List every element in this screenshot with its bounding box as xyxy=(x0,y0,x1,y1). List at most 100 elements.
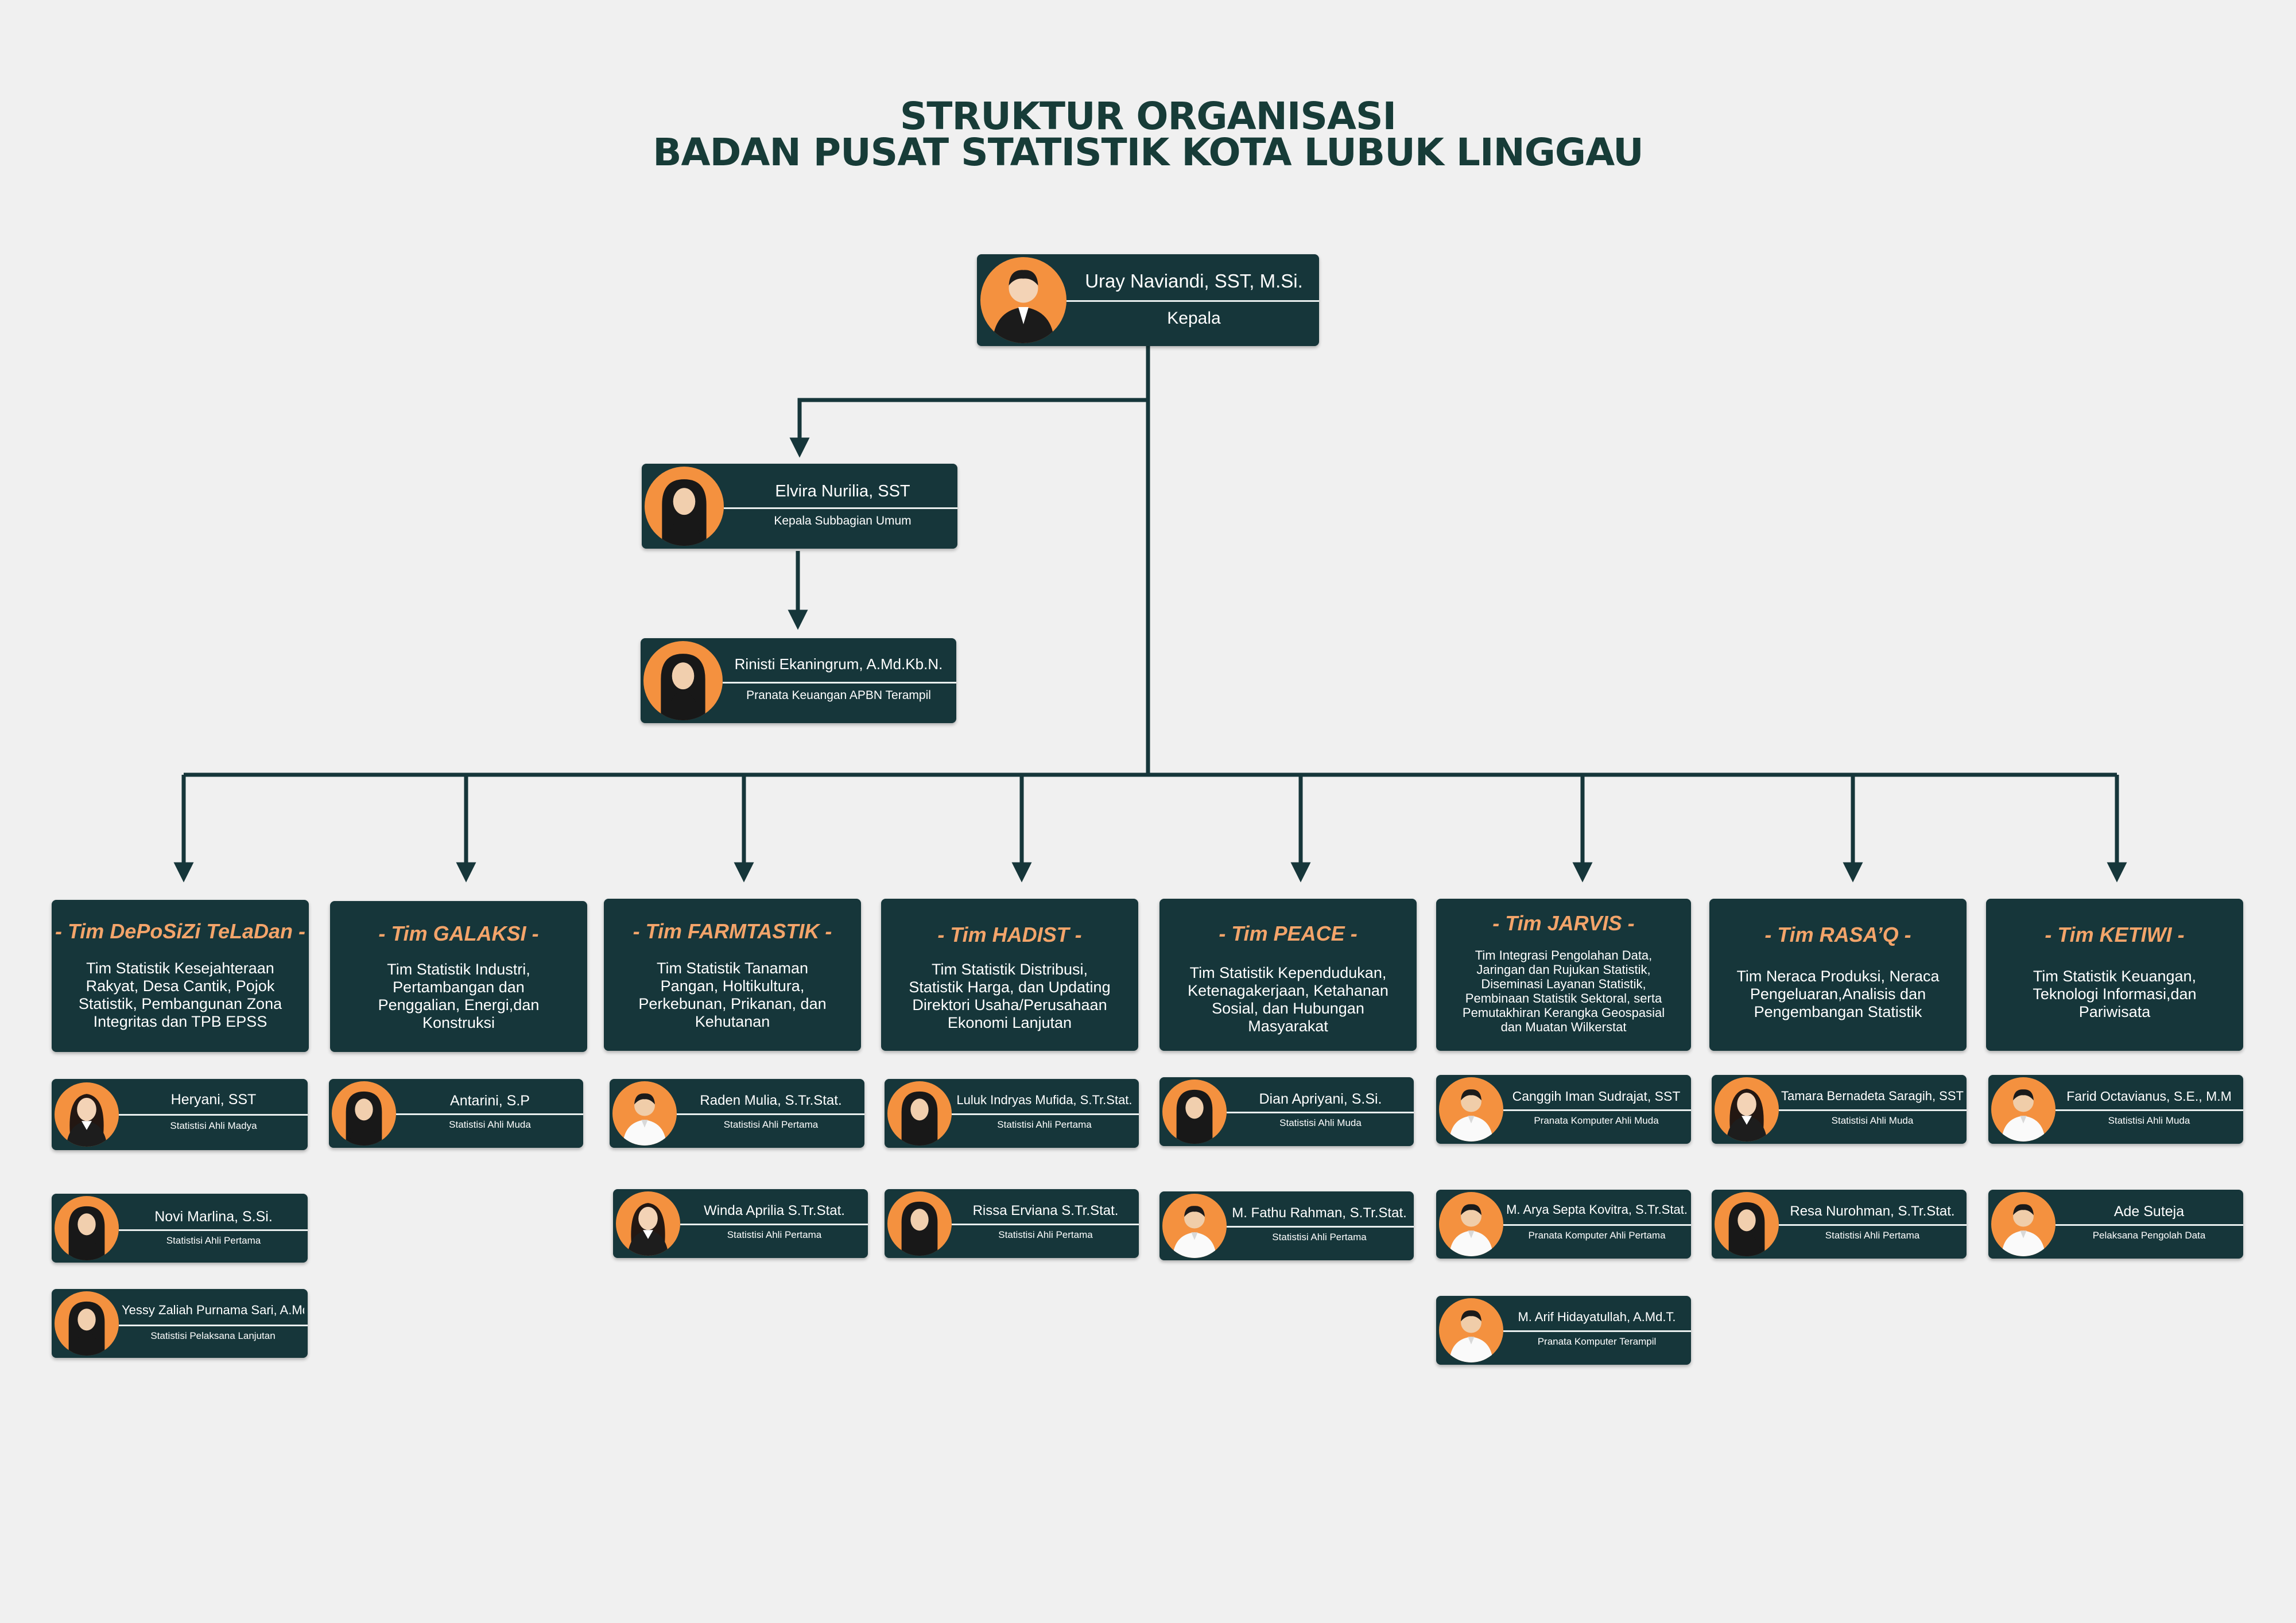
member-role: Statistisi Ahli Muda xyxy=(1831,1115,1914,1126)
male-avatar-icon xyxy=(980,257,1066,343)
team-description: Tim Statistik Kesejahteraan Rakyat, Desa… xyxy=(78,960,282,1030)
divider xyxy=(1779,1109,1967,1111)
member-name: Winda Aprilia S.Tr.Stat. xyxy=(704,1203,845,1218)
member-role: Statistisi Ahli Pertama xyxy=(997,1119,1092,1130)
divider xyxy=(1227,1112,1414,1113)
chart-title-line2: BADAN PUSAT STATISTIK KOTA LUBUK LINGGAU xyxy=(653,130,1644,174)
member-role: Statistisi Pelaksana Lanjutan xyxy=(150,1330,276,1341)
female-avatar-icon xyxy=(55,1082,119,1147)
member-role: Statistisi Ahli Pertama xyxy=(723,1119,819,1130)
head-name: Uray Naviandi, SST, M.Si. xyxy=(1085,270,1303,292)
divider xyxy=(119,1229,308,1231)
member-card: Resa Nurohman, S.Tr.Stat. Statistisi Ahl… xyxy=(1712,1190,1967,1259)
team-name: - Tim JARVIS - xyxy=(1492,911,1635,935)
member-card: Tamara Bernadeta Saragih, SST Statistisi… xyxy=(1712,1075,1967,1144)
team-card-farmtastik: - Tim FARMTASTIK - Tim Statistik Tanaman… xyxy=(604,899,861,1051)
member-role: Pranata Komputer Ahli Muda xyxy=(1534,1115,1659,1126)
member-card: M. Arif Hidayatullah, A.Md.T. Pranata Ko… xyxy=(1436,1296,1691,1365)
member-role: Statistisi Ahli Pertama xyxy=(727,1229,822,1240)
member-card: Rissa Erviana S.Tr.Stat. Statistisi Ahli… xyxy=(885,1189,1139,1258)
member-role: Statistisi Ahli Madya xyxy=(170,1120,257,1131)
member-card: Raden Mulia, S.Tr.Stat. Statistisi Ahli … xyxy=(610,1079,864,1148)
divider xyxy=(2055,1109,2243,1111)
team-description: Tim Statistik Tanaman Pangan, Holtikultu… xyxy=(638,960,827,1030)
team-card-ketiwi: - Tim KETIWI - Tim Statistik Keuangan, T… xyxy=(1986,899,2243,1051)
member-card: Winda Aprilia S.Tr.Stat. Statistisi Ahli… xyxy=(613,1189,868,1258)
team-name: - Tim RASA’Q - xyxy=(1764,923,1911,946)
team-card-galaksi: - Tim GALAKSI - Tim Statistik Industri, … xyxy=(330,901,587,1052)
team-name: - Tim PEACE - xyxy=(1219,922,1358,945)
male-avatar-icon xyxy=(1439,1192,1503,1256)
member-card: Luluk Indryas Mufida, S.Tr.Stat. Statist… xyxy=(885,1079,1139,1148)
hijab-avatar-icon xyxy=(55,1196,119,1260)
member-card: Yessy Zaliah Purnama Sari, A.Md. Statist… xyxy=(52,1289,308,1358)
staff-card: Rinisti Ekaningrum, A.Md.Kb.N. Pranata K… xyxy=(641,638,956,723)
team-name: - Tim DePoSiZi TeLaDan - xyxy=(55,919,306,943)
member-name: Raden Mulia, S.Tr.Stat. xyxy=(700,1093,842,1108)
team-description: Tim Neraca Produksi, Neraca Pengeluaran,… xyxy=(1736,968,1940,1020)
divider xyxy=(724,507,957,509)
chart-title-line1: STRUKTUR ORGANISASI xyxy=(899,94,1397,138)
divider xyxy=(1503,1224,1691,1226)
male-avatar-icon xyxy=(612,1081,677,1146)
male-avatar-icon xyxy=(1439,1077,1503,1141)
member-card: Farid Octavianus, S.E., M.M Statistisi A… xyxy=(1988,1075,2243,1144)
female-avatar-icon xyxy=(1715,1077,1779,1141)
hijab-avatar-icon xyxy=(643,641,723,720)
divider xyxy=(119,1325,308,1326)
member-role: Pranata Komputer Terampil xyxy=(1537,1336,1657,1347)
team-name: - Tim HADIST - xyxy=(937,923,1082,946)
hijab-avatar-icon xyxy=(887,1191,952,1256)
member-name: M. Arya Septa Kovitra, S.Tr.Stat. xyxy=(1506,1202,1688,1217)
member-role: Statistisi Ahli Pertama xyxy=(1272,1232,1367,1243)
team-description: Tim Statistik Distribusi, Statistik Harg… xyxy=(909,961,1111,1031)
divider xyxy=(1779,1224,1967,1226)
team-description: Tim Statistik Industri, Pertambangan dan… xyxy=(378,961,540,1031)
team-description: Tim Integrasi Pengolahan Data, Jaringan … xyxy=(1462,948,1665,1034)
divider xyxy=(1503,1109,1691,1111)
member-name: Novi Marlina, S.Si. xyxy=(154,1209,273,1225)
member-name: Antarini, S.P xyxy=(450,1093,530,1109)
male-avatar-icon xyxy=(1991,1077,2055,1141)
team-description: Tim Statistik Kependudukan, Ketenagakerj… xyxy=(1188,964,1389,1035)
subbag-name: Elvira Nurilia, SST xyxy=(775,482,910,500)
staff-role: Pranata Keuangan APBN Terampil xyxy=(746,689,931,702)
divider xyxy=(1066,300,1319,302)
team-name: - Tim KETIWI - xyxy=(2045,923,2185,946)
divider xyxy=(677,1113,864,1115)
member-card: M. Fathu Rahman, S.Tr.Stat. Statistisi A… xyxy=(1159,1191,1414,1260)
team-card-jarvis: - Tim JARVIS - Tim Integrasi Pengolahan … xyxy=(1436,899,1691,1051)
member-name: M. Fathu Rahman, S.Tr.Stat. xyxy=(1232,1205,1407,1221)
member-name: Farid Octavianus, S.E., M.M xyxy=(2066,1089,2232,1104)
team-card-hadist: - Tim HADIST - Tim Statistik Distribusi,… xyxy=(881,899,1138,1051)
member-name: M. Arif Hidayatullah, A.Md.T. xyxy=(1518,1310,1676,1324)
divider xyxy=(952,1113,1139,1115)
member-card: M. Arya Septa Kovitra, S.Tr.Stat. Pranat… xyxy=(1436,1190,1691,1259)
head-role: Kepala xyxy=(1167,309,1221,328)
staff-name: Rinisti Ekaningrum, A.Md.Kb.N. xyxy=(734,655,943,673)
member-card: Novi Marlina, S.Si. Statistisi Ahli Pert… xyxy=(52,1194,308,1263)
member-role: Statistisi Ahli Pertama xyxy=(166,1235,261,1246)
member-role: Statistisi Ahli Pertama xyxy=(998,1229,1093,1240)
hijab-avatar-icon xyxy=(645,467,724,546)
member-name: Ade Suteja xyxy=(2113,1203,2185,1220)
team-name: - Tim GALAKSI - xyxy=(378,922,539,945)
subbag-card: Elvira Nurilia, SST Kepala Subbagian Umu… xyxy=(642,464,957,549)
hijab-avatar-icon xyxy=(55,1291,119,1356)
divider xyxy=(952,1224,1139,1225)
member-role: Statistisi Ahli Pertama xyxy=(1825,1230,1920,1241)
team-description: Tim Statistik Keuangan, Teknologi Inform… xyxy=(2033,968,2197,1020)
male-avatar-icon xyxy=(1439,1298,1503,1362)
divider xyxy=(119,1114,308,1116)
hijab-avatar-icon xyxy=(887,1081,952,1146)
female-avatar-icon xyxy=(616,1191,680,1256)
branch-to-subbag xyxy=(789,398,1148,458)
member-name: Yessy Zaliah Purnama Sari, A.Md. xyxy=(122,1303,304,1317)
member-role: Pelaksana Pengolah Data xyxy=(2092,1230,2206,1241)
hijab-avatar-icon xyxy=(1715,1192,1779,1256)
member-role: Statistisi Ahli Muda xyxy=(449,1119,531,1130)
member-role: Statistisi Ahli Muda xyxy=(1279,1117,1362,1128)
team-card-peace: - Tim PEACE - Tim Statistik Kependudukan… xyxy=(1159,899,1417,1051)
hijab-avatar-icon xyxy=(1162,1080,1227,1144)
